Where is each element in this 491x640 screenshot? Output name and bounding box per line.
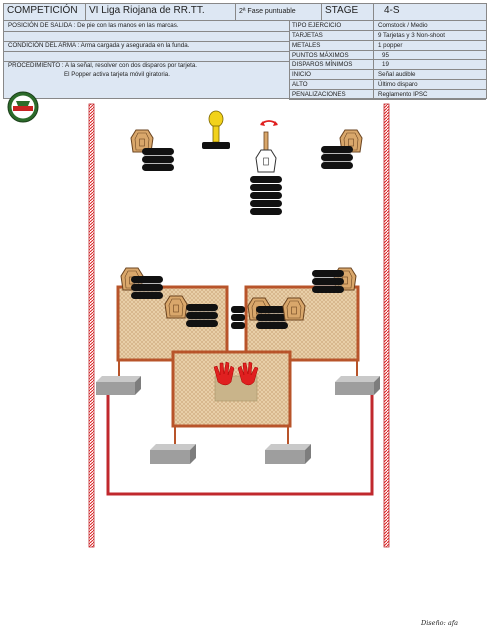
front-base-left: [150, 444, 196, 464]
start-hands-icon: [213, 361, 259, 386]
wall-base-right: [335, 376, 380, 395]
detail-label: PUNTOS MÁXIMOS: [289, 50, 374, 61]
left-fault-line: [88, 103, 95, 548]
tire-stack-swinger: [250, 176, 282, 215]
detail-value: 19: [374, 60, 486, 71]
tire-stack-top-right: [320, 145, 354, 170]
detail-label: TARJETAS: [289, 30, 374, 41]
swinger-target-icon: [255, 131, 277, 173]
wall-base-left: [96, 376, 141, 395]
target-wall-right-b: [282, 297, 306, 321]
detail-value: 9 Tarjetas y 3 Non-shoot: [374, 31, 486, 41]
detail-value: Señal audible: [374, 70, 486, 81]
detail-value: Comstock / Medio: [374, 21, 486, 31]
tire-stack-wall-left: [130, 275, 164, 300]
detail-label: TIPO EJERCICIO: [289, 21, 374, 31]
shooting-area-boundary: [106, 392, 374, 496]
detail-value: Último disparo: [374, 80, 486, 90]
front-base-right: [265, 444, 311, 464]
phase-label: 2ª Fase puntuable: [236, 4, 322, 21]
target-wall-left-b: [164, 295, 188, 319]
club-logo-icon: [7, 91, 39, 123]
tire-stack-top-left: [141, 147, 175, 172]
detail-value: 95: [374, 51, 486, 61]
stage-label: STAGE: [322, 4, 374, 21]
detail-label: INICIO: [289, 70, 374, 81]
popper-icon: [202, 110, 230, 149]
stage-header-table: COMPETICIÓN VI Liga Riojana de RR.TT. 2ª…: [3, 3, 487, 100]
detail-value: 1 popper: [374, 41, 486, 51]
right-fault-line: [383, 103, 390, 548]
procedure-line1: PROCEDIMIENTO : A la señal, resolver con…: [8, 62, 198, 69]
competition-label: COMPETICIÓN: [4, 4, 86, 21]
tire-stack-wall-left-b: [185, 303, 219, 328]
detail-label: ALTO: [289, 80, 374, 90]
description-panel: POSICIÓN DE SALIDA : De pie con las mano…: [4, 21, 290, 100]
designer-credit: Diseño: afa: [421, 619, 458, 627]
detail-value: Reglamento IPSC: [374, 90, 486, 100]
procedure-line2: El Popper activa tarjeta móvil giratoria…: [64, 71, 170, 78]
weapon-condition: CONDICIÓN DEL ARMA : Arma cargada y aseg…: [8, 42, 190, 49]
start-position: POSICIÓN DE SALIDA : De pie con las mano…: [8, 22, 179, 29]
detail-label: METALES: [289, 40, 374, 51]
tire-stack-wall-right-b: [311, 269, 345, 294]
rotate-arrow-icon: [260, 120, 278, 126]
detail-label: PENALIZACIONES: [289, 89, 374, 100]
detail-label: DISPAROS MÍNIMOS: [289, 60, 374, 71]
stage-value: 4-S: [374, 4, 486, 21]
event-name: VI Liga Riojana de RR.TT.: [86, 4, 236, 21]
tire-stack-center: [231, 306, 245, 329]
